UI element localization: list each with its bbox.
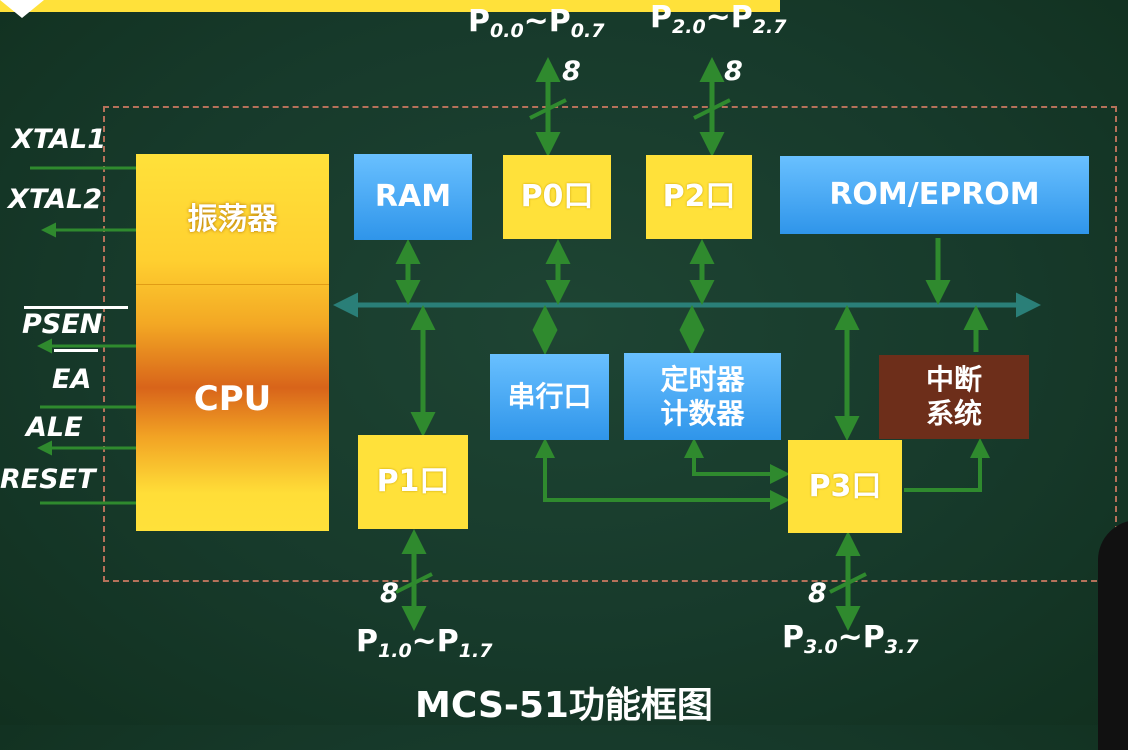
p2-port-label: P2口 xyxy=(662,179,736,214)
p0-range-label: P0.0~P0.7 xyxy=(468,4,604,42)
p1-bus-width: 8 xyxy=(380,578,399,609)
p1-port-label: P1口 xyxy=(376,464,450,499)
p0-port-block: P0口 xyxy=(503,155,611,239)
cpu-divider xyxy=(136,284,329,285)
rom-block: ROM/EPROM xyxy=(780,156,1089,234)
ram-label: RAM xyxy=(374,179,452,214)
p0-port-label: P0口 xyxy=(520,179,594,214)
pin-xtal2: XTAL2 xyxy=(8,184,103,215)
pin-xtal1: XTAL1 xyxy=(12,124,107,155)
serial-port-label: 串行口 xyxy=(507,380,592,414)
interrupt-label-line2: 系统 xyxy=(925,397,982,430)
p1-port-block: P1口 xyxy=(358,435,468,529)
p2-port-block: P2口 xyxy=(646,155,752,239)
p3-bus-slash xyxy=(829,572,867,594)
oscillator-label: 振荡器 xyxy=(187,202,278,237)
p2-bus-slash xyxy=(693,98,731,120)
interrupt-system-block: 中断 系统 xyxy=(879,355,1029,439)
p2-bus-width: 8 xyxy=(724,56,743,87)
p3-range-label: P3.0~P3.7 xyxy=(782,620,918,658)
p0-bus-slash xyxy=(529,98,567,120)
p3-range-end: ~P xyxy=(837,620,885,655)
p0-range-end-sub: 0.7 xyxy=(570,20,605,42)
cpu-block: 振荡器 CPU xyxy=(136,154,329,531)
p3-range-start-sub: 3.0 xyxy=(804,636,838,658)
psen-overline xyxy=(24,306,128,309)
p1-range-start-sub: 1.0 xyxy=(378,640,412,662)
p0-range-end: ~P xyxy=(523,4,571,39)
top-banner-strip xyxy=(0,0,780,12)
p0-range-start-sub: 0.0 xyxy=(490,20,524,42)
p3-range-start: P xyxy=(782,620,804,655)
pin-ea: EA xyxy=(52,364,92,395)
p1-bus-slash xyxy=(395,572,433,594)
p1-range-label: P1.0~P1.7 xyxy=(356,624,492,662)
p3-interrupt-line xyxy=(904,438,990,492)
serial-p3-line xyxy=(535,438,790,510)
p1-range-start: P xyxy=(356,624,378,659)
presenter-silhouette xyxy=(1098,520,1128,750)
serial-port-block: 串行口 xyxy=(490,354,609,440)
p3-port-block: P3口 xyxy=(788,440,902,533)
p3-bus-width: 8 xyxy=(808,578,827,609)
timer-label-line1: 定时器 xyxy=(660,362,745,396)
p0-bus-width: 8 xyxy=(562,56,581,87)
p1-range-end: ~P xyxy=(411,624,459,659)
ea-overline xyxy=(54,349,98,352)
interrupt-label-line1: 中断 xyxy=(925,363,982,397)
p2-range-start: P xyxy=(650,0,672,35)
p2-range-end-sub: 2.7 xyxy=(752,16,787,38)
ram-block: RAM xyxy=(354,154,472,240)
timer-p3-line xyxy=(684,438,790,484)
p2-range-label: P2.0~P2.7 xyxy=(650,0,786,38)
cpu-label: CPU xyxy=(193,379,272,419)
chip-boundary xyxy=(103,106,1117,582)
pin-ale: ALE xyxy=(26,412,83,443)
p2-range-start-sub: 2.0 xyxy=(672,16,706,38)
p0-range-start: P xyxy=(468,4,490,39)
diagram-caption: MCS-51功能框图 xyxy=(415,685,713,726)
p3-port-label: P3口 xyxy=(808,468,882,504)
p3-range-end-sub: 3.7 xyxy=(884,636,919,658)
top-banner-notch xyxy=(0,0,44,18)
timer-label-line2: 计数器 xyxy=(660,396,745,430)
rom-label: ROM/EPROM xyxy=(829,177,1040,212)
connection-wires xyxy=(30,57,1041,631)
p2-range-end: ~P xyxy=(705,0,753,35)
p1-range-end-sub: 1.7 xyxy=(458,640,493,662)
pin-psen: PSEN xyxy=(22,309,103,340)
pin-reset: RESET xyxy=(0,464,96,495)
timer-counter-block: 定时器 计数器 xyxy=(624,353,781,440)
